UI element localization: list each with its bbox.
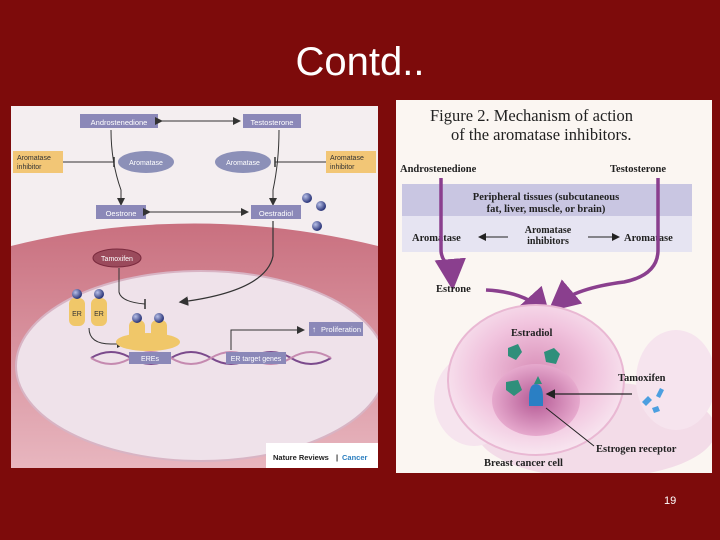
aromatase-right-label: Aromatase (226, 160, 260, 167)
aromatase-pathway-diagram: Androstenedione Testosterone Aromatase i… (11, 114, 378, 468)
androstenedione-label: Androstenedione (91, 118, 148, 127)
aromatase-inhibitor-left-line1: Aromatase (17, 155, 51, 162)
estrogen-receptor-shape (529, 384, 543, 406)
credit-separator: | (336, 453, 338, 462)
aromatase-enzyme-left (118, 151, 174, 173)
aromatase-inhibitor-mechanism-diagram: Figure 2. Mechanism of action of the aro… (400, 106, 712, 473)
nature-reviews-figure: Androstenedione Testosterone Aromatase i… (11, 106, 378, 468)
peripheral-tissues-line2: fat, liver, muscle, or brain) (487, 204, 606, 215)
aromatase-inhibitor-box-left (13, 151, 63, 173)
tamoxifen-molecule (642, 396, 652, 406)
er-target-genes-box (226, 352, 286, 364)
er-target-genes-label: ER target genes (231, 356, 282, 363)
estrogen-receptor-er (91, 298, 107, 326)
aromatase-inhibitor-box-right (326, 151, 376, 173)
tamoxifen-label: Tamoxifen (101, 256, 133, 263)
tamoxifen-label: Tamoxifen (618, 373, 666, 384)
aromatase-inhibitor-left-line2: inhibitor (17, 164, 42, 171)
testosterone-label: Testosterone (610, 164, 666, 175)
oestradiol-molecule (302, 193, 312, 203)
peripheral-tissues-band (402, 184, 692, 216)
estrone-label: Estrone (436, 284, 471, 295)
aromatase-inhibitors-line1: Aromatase (525, 225, 572, 236)
estradiol-molecule (544, 348, 560, 364)
oestradiol-molecule (316, 201, 326, 211)
androstenedione-label: Androstenedione (400, 164, 477, 175)
credit-journal: Nature Reviews (273, 453, 329, 462)
breast-cancer-cell-label: Breast cancer cell (484, 458, 563, 469)
proliferation-label: Proliferation (321, 325, 361, 334)
estradiol-label: Estradiol (511, 328, 553, 339)
tamoxifen-ellipse (92, 248, 142, 268)
estradiol-molecule (508, 344, 522, 360)
er-label-2: ER (94, 311, 104, 318)
aromatase-inhibitors-line2: inhibitors (527, 236, 569, 247)
aromatase-left-label: Aromatase (129, 160, 163, 167)
aromatase-left-label: Aromatase (412, 233, 461, 244)
figure-title-line1: Figure 2. Mechanism of action (430, 106, 633, 125)
er-label-1: ER (72, 311, 82, 318)
aromatase-inhibitor-right-line2: inhibitor (330, 164, 355, 171)
estrogen-receptor-er (69, 298, 85, 326)
oestradiol-box (251, 205, 301, 219)
figure-title-line2: of the aromatase inhibitors. (451, 125, 632, 144)
credit-section: Cancer (342, 453, 368, 462)
mechanism-figure: Figure 2. Mechanism of action of the aro… (396, 100, 712, 473)
slide-title: Contd.. (295, 40, 425, 84)
er-dimer-on-dna (116, 333, 180, 351)
page-number: 19 (664, 495, 677, 507)
aromatase-enzyme-right (215, 151, 271, 173)
eres-label: EREs (141, 356, 159, 363)
androstenedione-box (80, 114, 158, 128)
aromatase-inhibitor-right-line1: Aromatase (330, 155, 364, 162)
peripheral-tissues-line1: Peripheral tissues (subcutaneous (473, 192, 619, 203)
oestrone-label: Oestrone (106, 209, 137, 218)
aromatase-right-label: Aromatase (624, 233, 673, 244)
proliferation-box (309, 322, 363, 336)
oestradiol-label: Oestradiol (259, 209, 294, 218)
tamoxifen-molecule (656, 388, 664, 398)
eres-box (129, 352, 171, 364)
estrogen-receptor-label: Estrogen receptor (596, 444, 677, 455)
aromatase-band (402, 216, 692, 252)
estradiol-molecule (506, 380, 522, 396)
up-arrow-icon: ↑ (312, 325, 316, 334)
oestrone-box (96, 205, 146, 219)
oestradiol-molecule (312, 221, 322, 231)
testosterone-label: Testosterone (251, 118, 294, 127)
tamoxifen-molecule (652, 406, 660, 413)
testosterone-box (243, 114, 301, 128)
